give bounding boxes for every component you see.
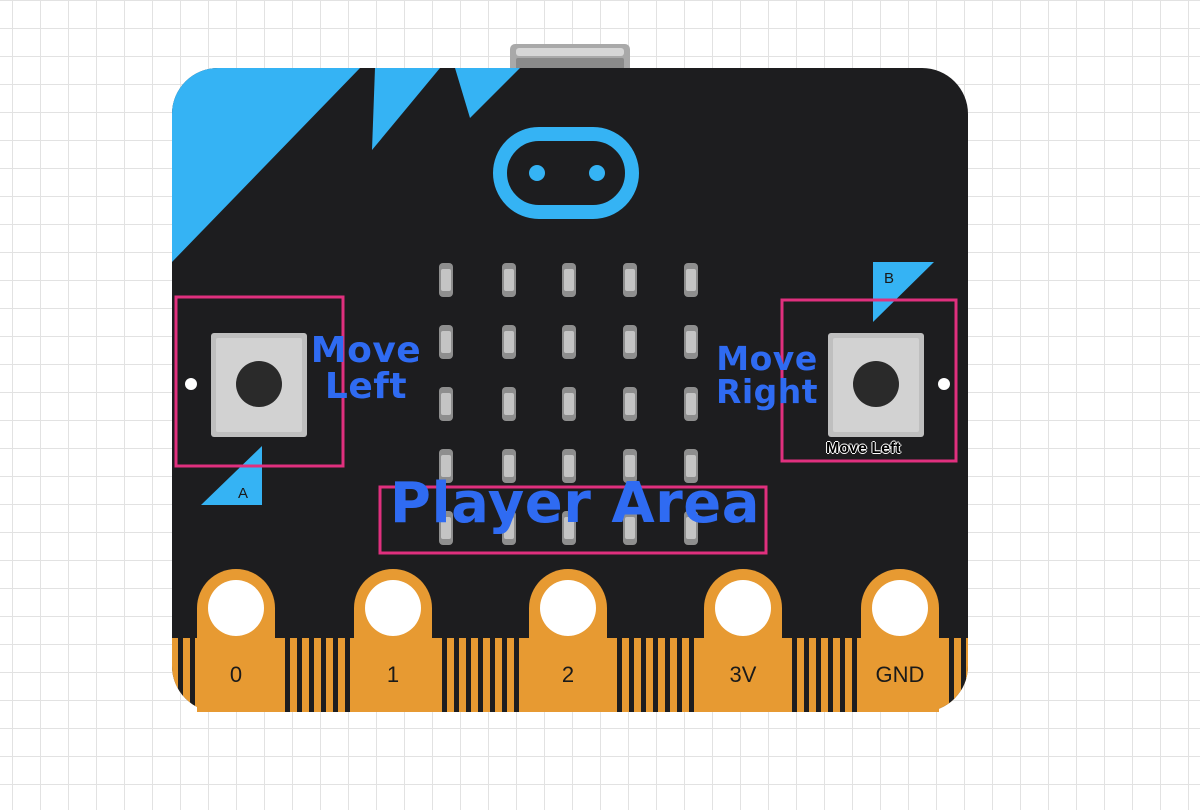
connector-gap bbox=[490, 638, 495, 712]
led bbox=[502, 387, 516, 421]
connector-gap bbox=[309, 638, 314, 712]
button-a[interactable] bbox=[211, 333, 307, 437]
pin-pad[interactable]: GND bbox=[861, 569, 939, 712]
led bbox=[562, 449, 576, 483]
led bbox=[684, 449, 698, 483]
move-left-line2: Left bbox=[324, 366, 408, 407]
connector-gap bbox=[190, 638, 195, 712]
led bbox=[439, 511, 453, 545]
connector-gap bbox=[297, 638, 302, 712]
led bbox=[684, 325, 698, 359]
button-a-letter: A bbox=[238, 485, 248, 502]
led bbox=[623, 263, 637, 297]
pin-pads: 0 1 2 3V GND bbox=[197, 569, 939, 712]
player-area-annotation: Player Area bbox=[389, 471, 761, 536]
led bbox=[623, 449, 637, 483]
pin-pad[interactable]: 2 bbox=[529, 569, 607, 712]
microbit-logo-icon bbox=[493, 127, 639, 219]
pin-hole bbox=[540, 580, 596, 636]
button-b-label: B bbox=[873, 262, 934, 322]
button-b[interactable] bbox=[828, 333, 924, 437]
connector-gap bbox=[961, 638, 966, 712]
mounting-hole bbox=[938, 378, 950, 390]
pin-pad[interactable]: 1 bbox=[354, 569, 432, 712]
led-matrix bbox=[439, 263, 698, 545]
connector-gap bbox=[828, 638, 833, 712]
blue-stripe-shape bbox=[172, 68, 360, 262]
connector-gap bbox=[178, 638, 183, 712]
connector-gap bbox=[442, 638, 447, 712]
connector-gap bbox=[653, 638, 658, 712]
connector-gap bbox=[502, 638, 507, 712]
move-left-line1: Move bbox=[310, 330, 422, 371]
led bbox=[562, 387, 576, 421]
led bbox=[439, 387, 453, 421]
connector-gap bbox=[665, 638, 670, 712]
connector-gap bbox=[454, 638, 459, 712]
connector-gap bbox=[345, 638, 350, 712]
button-b-letter: B bbox=[884, 270, 894, 287]
led bbox=[684, 387, 698, 421]
connector-gap bbox=[321, 638, 326, 712]
pin-label: GND bbox=[876, 662, 925, 687]
connector-gap bbox=[689, 638, 694, 712]
button-b-highlight-box bbox=[780, 298, 958, 463]
led bbox=[502, 263, 516, 297]
move-left-annotation: Move Left bbox=[306, 333, 426, 405]
pin-pad[interactable]: 0 bbox=[197, 569, 275, 712]
led bbox=[562, 263, 576, 297]
led bbox=[684, 263, 698, 297]
usb-connector bbox=[510, 44, 630, 74]
connector-gap bbox=[333, 638, 338, 712]
connector-gap bbox=[478, 638, 483, 712]
connector-gap bbox=[285, 638, 290, 712]
pin-label: 2 bbox=[562, 662, 574, 687]
led bbox=[623, 325, 637, 359]
connector-gap bbox=[629, 638, 634, 712]
move-right-line2: Right bbox=[715, 372, 819, 411]
button-a-highlight-box bbox=[174, 295, 345, 468]
button-a-label: A bbox=[201, 446, 262, 505]
connector-gap bbox=[514, 638, 519, 712]
pin-hole bbox=[208, 580, 264, 636]
pin-hole bbox=[365, 580, 421, 636]
led bbox=[439, 449, 453, 483]
led bbox=[502, 449, 516, 483]
led bbox=[562, 325, 576, 359]
pin-label: 1 bbox=[387, 662, 399, 687]
connector-gap bbox=[466, 638, 471, 712]
pin-pad[interactable]: 3V bbox=[704, 569, 782, 712]
pin-label: 0 bbox=[230, 662, 242, 687]
led bbox=[562, 511, 576, 545]
connector-gap bbox=[949, 638, 954, 712]
led bbox=[623, 511, 637, 545]
led bbox=[439, 325, 453, 359]
blue-stripe-shape bbox=[455, 68, 520, 118]
connector-gap bbox=[792, 638, 797, 712]
connector-gap bbox=[852, 638, 857, 712]
connector-gap bbox=[816, 638, 821, 712]
connector-gap bbox=[641, 638, 646, 712]
move-right-line1: Move bbox=[716, 339, 818, 378]
pin-hole bbox=[715, 580, 771, 636]
mounting-hole bbox=[185, 378, 197, 390]
connector-gap bbox=[677, 638, 682, 712]
pin-hole bbox=[872, 580, 928, 636]
led bbox=[623, 387, 637, 421]
player-area-highlight-box bbox=[378, 485, 768, 555]
connector-gap bbox=[840, 638, 845, 712]
move-right-annotation: Move Right bbox=[712, 342, 822, 408]
led bbox=[502, 511, 516, 545]
led bbox=[502, 325, 516, 359]
connector-gap bbox=[617, 638, 622, 712]
blue-stripe-shape bbox=[372, 68, 440, 150]
led bbox=[684, 511, 698, 545]
led bbox=[439, 263, 453, 297]
connector-gap bbox=[804, 638, 809, 712]
pin-label: 3V bbox=[730, 662, 757, 687]
move-left-small-label: Move Left bbox=[826, 440, 901, 457]
